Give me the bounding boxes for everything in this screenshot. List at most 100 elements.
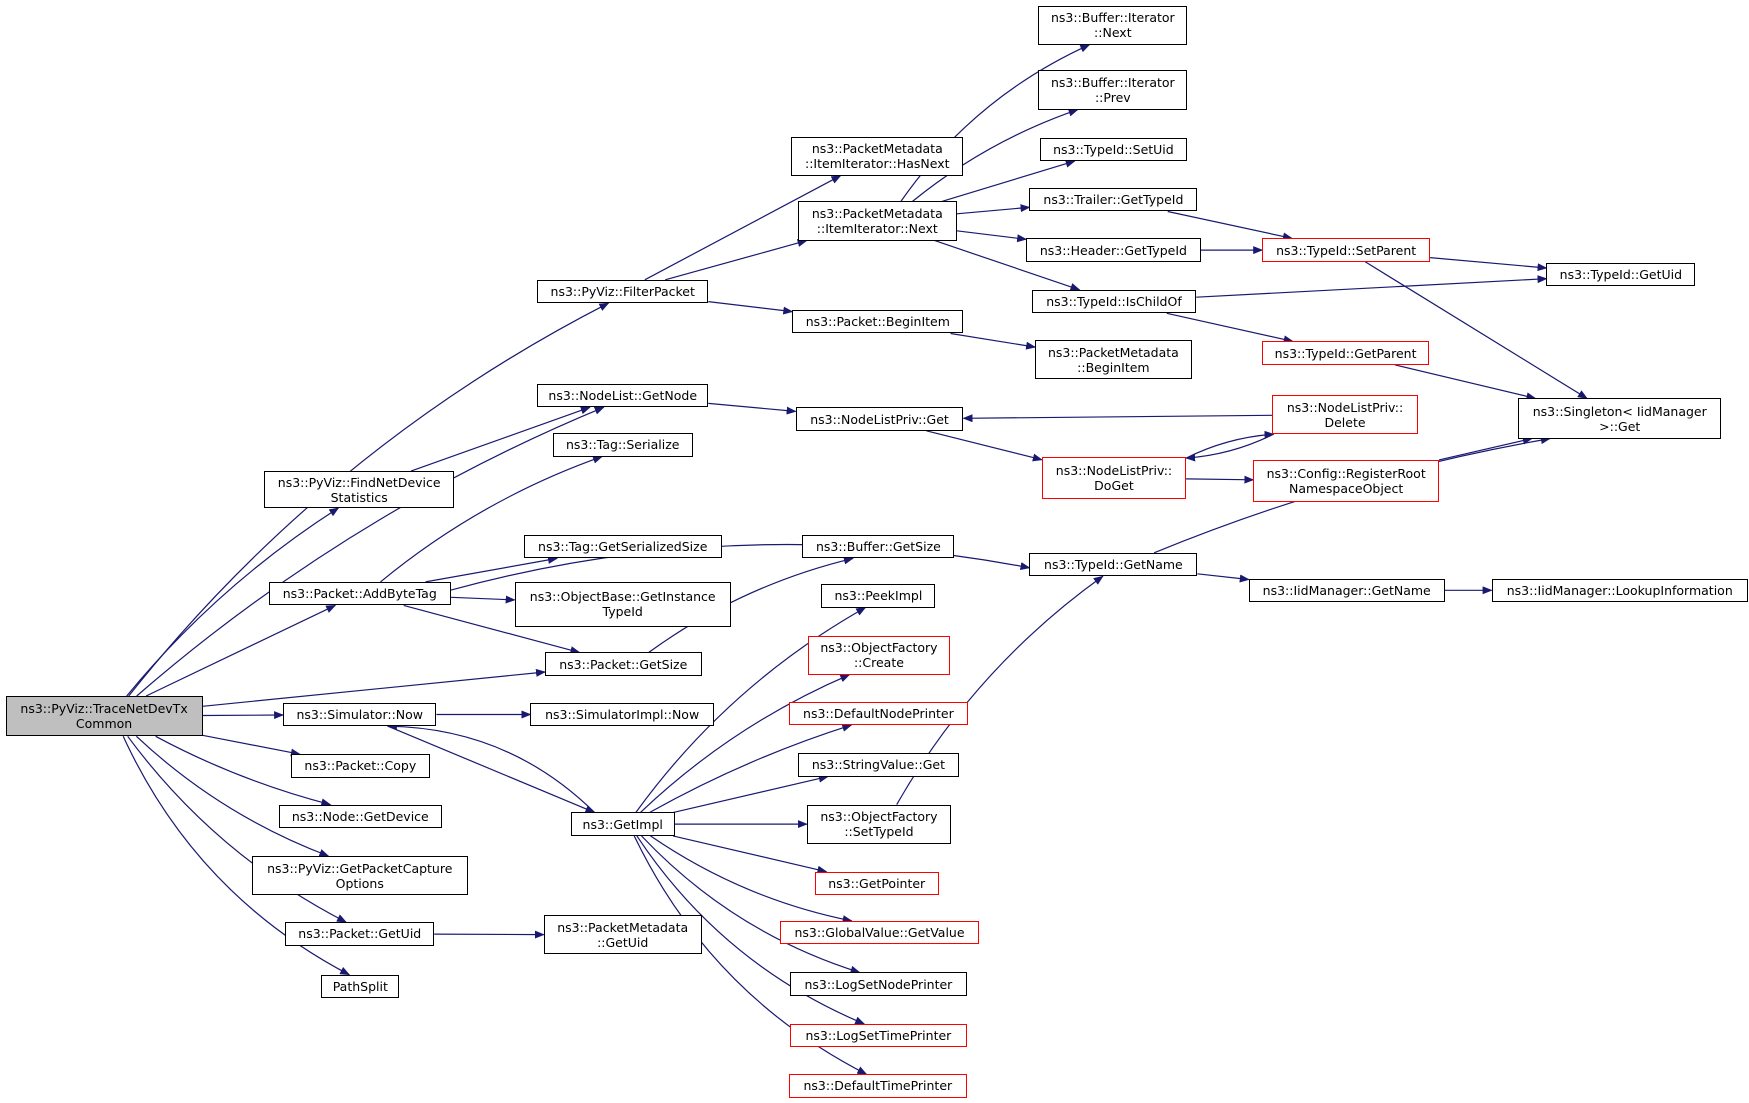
edge-packetbeginitem-to-pmbeginitem	[950, 332, 1037, 350]
node-label: ns3::PyViz::FindNetDevice	[277, 474, 441, 490]
node-stringvalueget[interactable]: ns3::StringValue::Get	[797, 753, 959, 777]
node-nlprivget[interactable]: ns3::NodeListPriv::Get	[795, 407, 964, 431]
edge-root-to-addbytetag	[145, 604, 337, 697]
node-label: ns3::Packet::BeginItem	[805, 314, 950, 330]
node-label: ns3::ObjectFactory	[820, 809, 938, 825]
node-packetgetsize[interactable]: ns3::Packet::GetSize	[544, 652, 702, 676]
edge-pmnext-to-bufiterprev	[912, 108, 1079, 202]
edge-trailergettypeid-to-typeidsetparent	[1167, 210, 1293, 241]
edge-pmnext-to-typeidsetuid	[941, 159, 1076, 202]
edge-root-to-nodelistgetnode	[136, 406, 605, 697]
node-label: ns3::PyViz::GetPacketCapture	[267, 860, 453, 876]
node-filterpacket[interactable]: ns3::PyViz::FilterPacket	[537, 279, 709, 304]
node-addbytetag[interactable]: ns3::Packet::AddByteTag	[268, 581, 451, 606]
node-typeidgetparent[interactable]: ns3::TypeId::GetParent	[1262, 341, 1429, 365]
edge-getimpl-to-defnodeprinter	[649, 724, 853, 813]
node-typeidsetparent[interactable]: ns3::TypeId::SetParent	[1262, 238, 1431, 262]
node-getimpl[interactable]: ns3::GetImpl	[570, 812, 675, 836]
edge-getimpl-to-logsetnodeprinter	[641, 835, 861, 974]
node-label: ns3::IidManager::GetName	[1262, 582, 1431, 598]
node-typeidischildof[interactable]: ns3::TypeId::IsChildOf	[1031, 289, 1197, 314]
node-pmbeginitem[interactable]: ns3::PacketMetadata::BeginItem	[1035, 340, 1192, 380]
node-packetbeginitem[interactable]: ns3::Packet::BeginItem	[792, 309, 964, 334]
node-label: ns3::PyViz::FilterPacket	[550, 283, 695, 299]
node-label: ns3::IidManager::LookupInformation	[1506, 582, 1733, 598]
node-label: ns3::GetImpl	[582, 816, 663, 832]
node-iidgetname[interactable]: ns3::IidManager::GetName	[1248, 578, 1445, 602]
node-label: ns3::PacketMetadata	[811, 205, 943, 221]
edge-pmnext-to-trailergettypeid	[956, 204, 1031, 215]
node-logsetnodeprinter[interactable]: ns3::LogSetNodePrinter	[790, 972, 967, 996]
node-bufiterprev[interactable]: ns3::Buffer::Iterator::Prev	[1038, 70, 1188, 110]
node-taggetsize[interactable]: ns3::Tag::GetSerializedSize	[523, 534, 722, 559]
node-label: ns3::ObjectBase::GetInstance	[529, 589, 716, 605]
node-nlprivdoget[interactable]: ns3::NodeListPriv::DoGet	[1041, 456, 1187, 500]
node-typeidgetname[interactable]: ns3::TypeId::GetName	[1029, 552, 1198, 577]
edge-addbytetag-to-packetgetsize	[403, 604, 581, 654]
node-label: ns3::Tag::Serialize	[565, 437, 680, 453]
node-pmgetuid[interactable]: ns3::PacketMetadata::GetUid	[543, 915, 702, 955]
node-pathsplit[interactable]: PathSplit	[321, 974, 400, 999]
node-bufiternext[interactable]: ns3::Buffer::Iterator::Next	[1038, 5, 1188, 45]
node-objfactsettypeid[interactable]: ns3::ObjectFactory::SetTypeId	[806, 804, 952, 844]
edge-filterpacket-to-pmnext	[665, 239, 808, 281]
edge-typeidsetparent-to-singletonget	[1364, 261, 1588, 399]
node-tagserialize[interactable]: ns3::Tag::Serialize	[552, 433, 693, 457]
edge-typeidgetparent-to-singletonget	[1394, 364, 1537, 401]
node-simimplnow[interactable]: ns3::SimulatorImpl::Now	[530, 702, 714, 727]
node-label: ::GetUid	[597, 934, 649, 950]
node-label: ns3::TypeId::GetUid	[1559, 267, 1683, 283]
node-label: ::Prev	[1094, 90, 1131, 106]
node-logsettimeprinter[interactable]: ns3::LogSetTimePrinter	[790, 1023, 967, 1048]
node-simnow[interactable]: ns3::Simulator::Now	[283, 702, 437, 727]
node-nodegetdevice[interactable]: ns3::Node::GetDevice	[278, 804, 442, 829]
node-deftimeprinter[interactable]: ns3::DefaultTimePrinter	[788, 1074, 967, 1098]
node-nlprivdelete[interactable]: ns3::NodeListPriv::Delete	[1272, 395, 1418, 435]
node-label: ns3::Packet::GetUid	[298, 926, 422, 942]
node-pmnext[interactable]: ns3::PacketMetadata::ItemIterator::Next	[797, 201, 957, 241]
node-packetcopy[interactable]: ns3::Packet::Copy	[290, 754, 430, 778]
node-nodelistgetnode[interactable]: ns3::NodeList::GetNode	[537, 383, 709, 408]
edge-root-to-packetgetuid	[127, 735, 347, 923]
edge-addbytetag-to-tagserialize	[380, 455, 603, 583]
node-label: ns3::StringValue::Get	[811, 757, 945, 773]
node-label: Options	[335, 875, 384, 891]
node-peekimpl[interactable]: ns3::PeekImpl	[821, 584, 936, 608]
node-label: ns3::GetPointer	[828, 875, 926, 891]
node-label: ::ItemIterator::Next	[816, 220, 938, 236]
node-label: TypeId	[602, 604, 643, 620]
node-singletonget[interactable]: ns3::Singleton< IidManager>::Get	[1518, 398, 1722, 439]
node-trailergettypeid[interactable]: ns3::Trailer::GetTypeId	[1029, 187, 1198, 212]
node-headergettypeid[interactable]: ns3::Header::GetTypeId	[1026, 238, 1201, 262]
node-defnodeprinter[interactable]: ns3::DefaultNodePrinter	[788, 701, 968, 726]
node-iidlookup[interactable]: ns3::IidManager::LookupInformation	[1491, 578, 1748, 602]
edge-pmnext-to-headergettypeid	[956, 230, 1028, 243]
edge-root-to-packetgetsize	[202, 668, 546, 707]
node-label: ns3::Singleton< IidManager	[1532, 403, 1707, 419]
node-label: ns3::Packet::AddByteTag	[282, 586, 437, 602]
node-buffergetsize[interactable]: ns3::Buffer::GetSize	[802, 534, 955, 559]
node-globalvalueget[interactable]: ns3::GlobalValue::GetValue	[779, 920, 980, 945]
node-objfactcreate[interactable]: ns3::ObjectFactory::Create	[807, 635, 951, 675]
node-label: ns3::PeekImpl	[834, 588, 923, 604]
node-label: ns3::NodeListPriv::Get	[810, 411, 949, 427]
node-label: ::Next	[1094, 25, 1132, 41]
node-pmhasnext[interactable]: ns3::PacketMetadata::ItemIterator::HasNe…	[791, 136, 964, 176]
node-label: ::SetTypeId	[844, 824, 914, 840]
node-typeidsetuid[interactable]: ns3::TypeId::SetUid	[1039, 137, 1188, 162]
edge-pmnext-to-bufiternext	[900, 44, 1091, 202]
edge-nlprivdelete-to-nlprivdoget	[1185, 433, 1274, 462]
node-label: ns3::DefaultNodePrinter	[803, 705, 954, 721]
node-label: ns3::Trailer::GetTypeId	[1043, 192, 1184, 208]
edge-getimpl-to-peekimpl	[635, 607, 867, 813]
node-getpointer[interactable]: ns3::GetPointer	[814, 871, 939, 896]
node-typeidgetuid[interactable]: ns3::TypeId::GetUid	[1546, 262, 1696, 287]
node-packetgetuid[interactable]: ns3::Packet::GetUid	[285, 922, 435, 946]
node-label: ns3::NodeListPriv::	[1286, 399, 1404, 415]
edge-root-to-packetcopy	[202, 734, 301, 757]
